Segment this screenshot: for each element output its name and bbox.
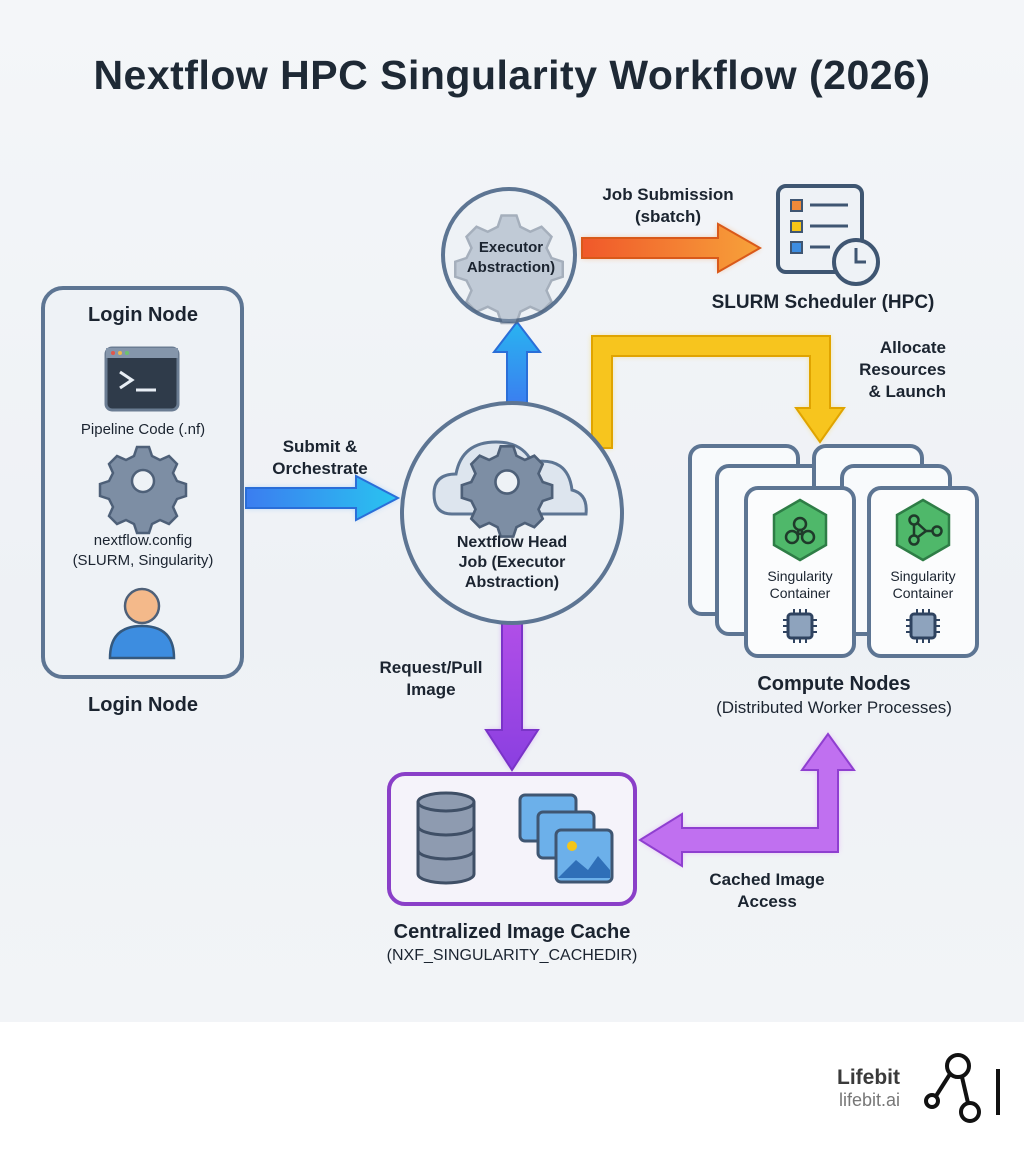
image-cache-box — [387, 772, 637, 906]
compute-nodes-subtitle: (Distributed Worker Processes) — [716, 698, 952, 717]
head-to-executor-arrow — [491, 320, 543, 407]
gear-icon — [98, 445, 188, 535]
request-label-line2: Image — [406, 680, 456, 699]
gear-icon — [460, 444, 554, 538]
allocate-line1: Allocate — [879, 338, 946, 357]
allocate-label: Allocate Resources & Launch — [859, 337, 946, 403]
cached-label-line2: Access — [737, 892, 797, 911]
job-submission-line1: Job Submission — [602, 185, 734, 204]
allocate-line3: & Launch — [868, 382, 946, 401]
cpu-chip-icon — [906, 609, 940, 643]
brand-url: lifebit.ai — [838, 1090, 900, 1110]
container-label-line1: Singularity — [890, 568, 956, 584]
head-job-line3: Abstraction) — [464, 574, 560, 591]
cache-title: Centralized Image Cache — [393, 921, 631, 943]
login-node-label: Login Node — [88, 694, 198, 716]
head-job-line2: Job (Executor — [458, 554, 566, 571]
nextflow-head-job-node — [400, 401, 624, 625]
request-pull-arrow — [484, 617, 540, 772]
container-label-line2: Container — [892, 585, 954, 601]
slurm-scheduler-icon — [776, 184, 880, 286]
network-graph-icon — [895, 498, 951, 562]
lifebit-logo-icon — [924, 1053, 1000, 1123]
cpu-chip-icon — [783, 609, 817, 643]
config-label-line1: nextflow.config — [93, 532, 193, 549]
allocate-line2: Resources — [859, 360, 946, 379]
compute-node-card — [867, 486, 979, 658]
submit-arrow — [245, 474, 401, 522]
job-submission-arrow — [581, 222, 763, 274]
cached-label-line1: Cached Image — [709, 870, 825, 889]
brand-name: Lifebit — [837, 1066, 900, 1089]
head-job-line1: Nextflow Head — [456, 534, 568, 551]
container-label-2: Singularity Container — [890, 568, 955, 602]
cached-access-arrow — [638, 732, 856, 868]
login-node-heading: Login Node — [88, 304, 198, 326]
image-stack-icon — [518, 793, 614, 884]
pipeline-code-label: Pipeline Code (.nf) — [80, 421, 206, 438]
submit-label-line1: Submit & — [282, 437, 358, 456]
submit-label-line2: Orchestrate — [272, 459, 368, 478]
request-label-line1: Request/Pull — [379, 658, 483, 677]
job-submission-line2: (sbatch) — [634, 207, 702, 226]
executor-abstraction-node — [441, 187, 577, 325]
user-icon — [108, 587, 176, 660]
container-label-line1: Singularity — [767, 568, 833, 584]
terminal-icon — [104, 346, 180, 412]
page-title: Nextflow HPC Singularity Workflow (2026) — [93, 52, 931, 98]
compute-node-card — [744, 486, 856, 658]
executor-line2: Abstraction) — [466, 259, 556, 276]
compute-nodes-title: Compute Nodes — [757, 673, 911, 695]
container-label-line2: Container — [769, 585, 831, 601]
executor-line1: Executor — [478, 239, 544, 256]
allocate-arrow — [591, 335, 846, 449]
brand: Lifebit lifebit.ai — [837, 1066, 900, 1110]
config-label-line2: (SLURM, Singularity) — [72, 552, 214, 569]
cache-subtitle: (NXF_SINGULARITY_CACHEDIR) — [386, 947, 638, 964]
slurm-scheduler-label: SLURM Scheduler (HPC) — [711, 292, 935, 313]
container-label-1: Singularity Container — [767, 568, 832, 602]
database-icon — [416, 791, 476, 885]
